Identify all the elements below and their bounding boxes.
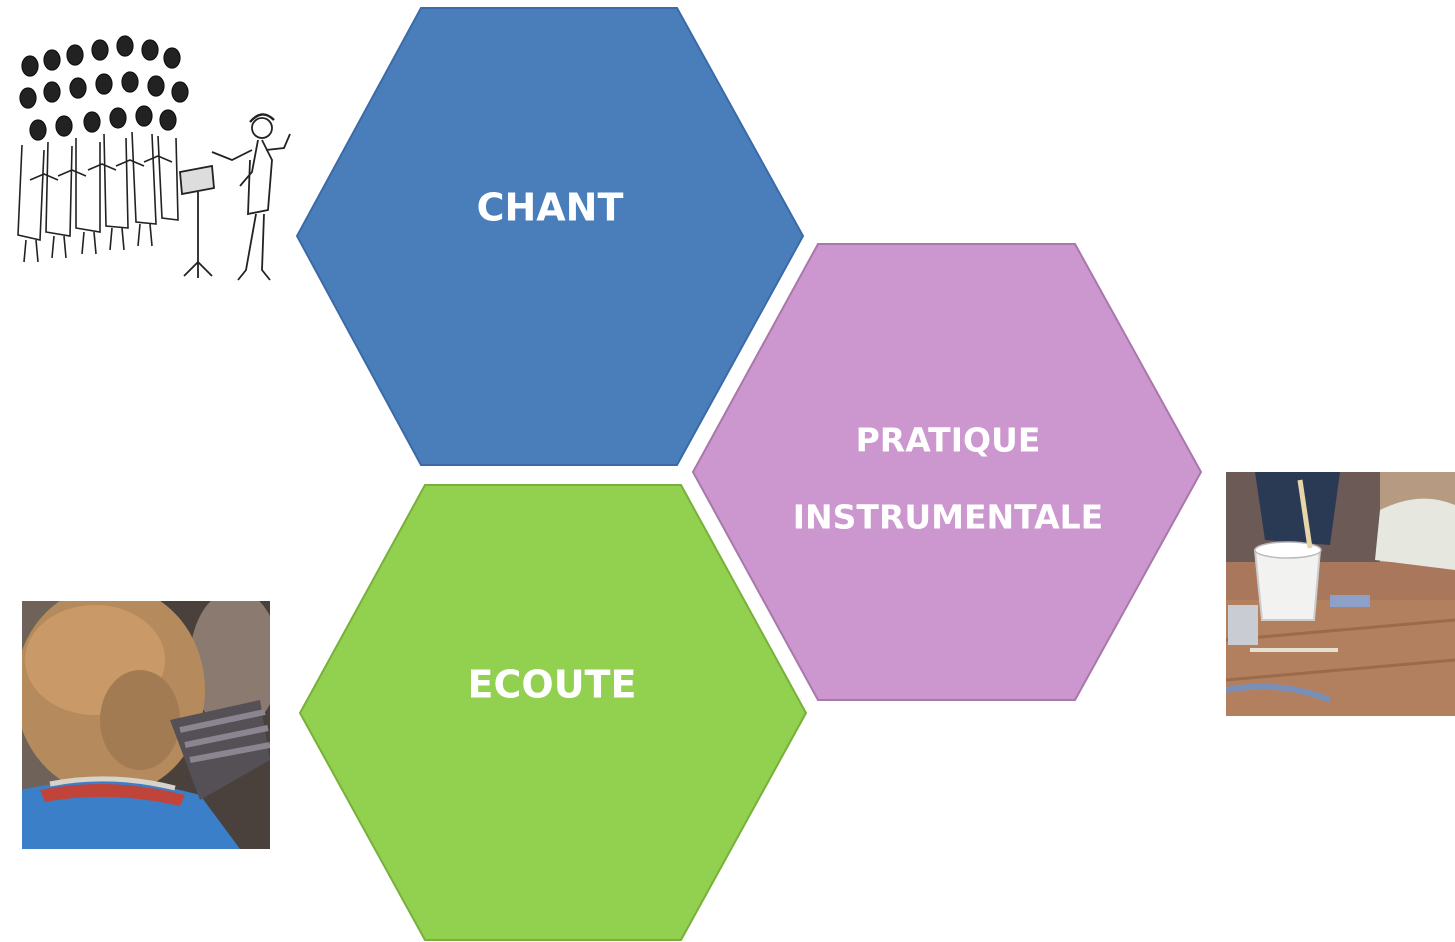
hexagon-pratique-instrumentale: PRATIQUE INSTRUMENTALE [691,243,1203,701]
hexagon-ecoute-label: ECOUTE [468,663,637,707]
choir-drawing [17,35,291,281]
hexagon-ecoute: ECOUTE [298,484,808,941]
hexagon-chant: CHANT [295,7,805,466]
hexagon-chant-label: CHANT [477,186,624,230]
drumming-photo [1226,472,1455,716]
child-listening-photo [22,601,270,849]
hexagon-pratique-label-line2: INSTRUMENTALE [793,498,1103,537]
hexagon-pratique-label-line1: PRATIQUE [856,421,1041,460]
